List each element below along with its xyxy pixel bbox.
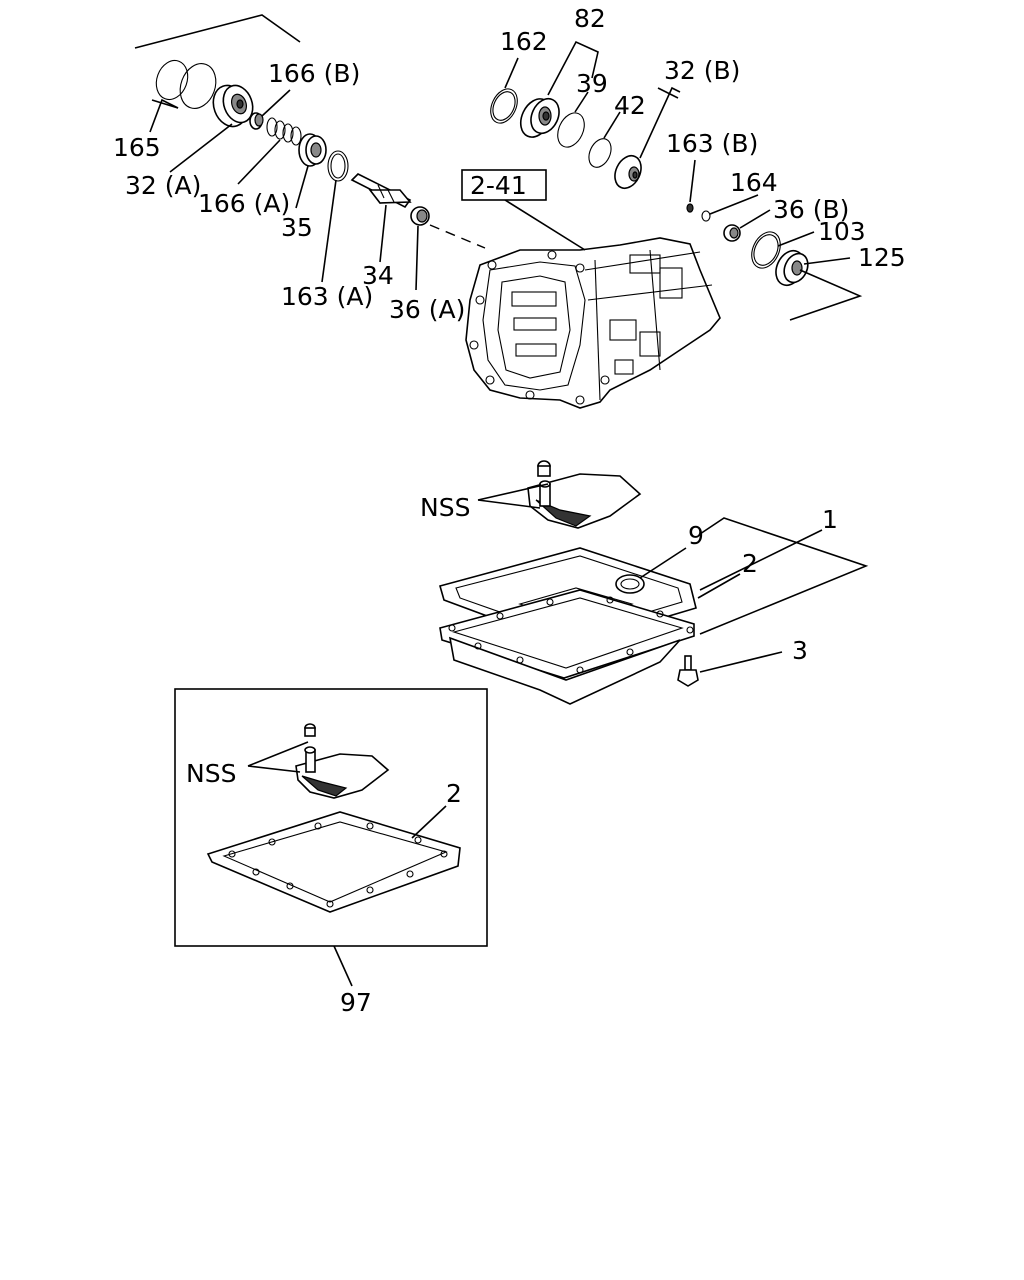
callout-nss-main: NSS [420,493,470,522]
leader-lines-upper [149,40,851,291]
piston-35 [298,133,327,167]
callout-82: 82 [574,4,606,33]
o-ring-165 [155,59,217,109]
callout-164: 164 [730,168,778,197]
ring-39 [557,112,585,148]
callout-103: 103 [818,217,866,246]
callout-1: 1 [822,505,838,534]
callout-36a: 36 (A) [389,295,465,324]
snap-ring-163a [327,150,349,182]
group-bracket-right [789,269,863,321]
callout-163a: 163 (A) [281,282,373,311]
callout-32b: 32 (B) [664,56,740,85]
callout-125: 125 [858,243,906,272]
callout-97: 97 [340,988,372,1017]
leader-97 [333,945,353,987]
group-bracket-left [134,14,301,49]
callout-166b: 166 (B) [268,59,360,88]
bushing-166b [249,112,264,130]
o-ring-162 [490,88,518,124]
callout-166a: 166 (A) [198,189,290,218]
washer-164 [701,210,711,222]
seal-125 [775,249,809,287]
drain-seal-9 [615,574,645,594]
reference-box-2-41: 2-41 [461,169,586,251]
callout-34: 34 [362,261,394,290]
ring-42 [588,138,612,168]
callout-165: 165 [113,133,161,162]
oil-strainer-inset [295,723,390,799]
oil-strainer-main [527,460,642,529]
cap-32b [614,154,642,190]
cap-32a [212,84,254,128]
oil-pan [439,589,695,705]
spring-166a [266,117,302,146]
callout-nss-inset: NSS [186,759,236,788]
callout-163b: 163 (B) [666,129,758,158]
gasket-inset [206,811,461,913]
plug-36b [723,224,741,242]
reference-label: 2-41 [470,171,527,200]
callout-39: 39 [576,69,608,98]
plug-36a [410,206,430,226]
callout-162: 162 [500,27,548,56]
transmission-case [465,237,721,409]
callout-2-main: 2 [742,549,758,578]
callout-32a: 32 (A) [125,171,201,200]
o-ring-103 [751,231,781,269]
callout-2-inset: 2 [446,779,462,808]
drain-bolt-3 [677,655,699,687]
callout-35: 35 [281,213,313,242]
callout-42: 42 [614,91,646,120]
leader-lines-middle [477,483,869,673]
kit-97-inset [174,688,488,947]
assembly-dash-left [429,224,486,249]
shaft-34 [350,173,412,209]
callout-36b: 36 (B) [773,195,849,224]
clip-163b [686,203,694,213]
callout-3: 3 [792,636,808,665]
cap-82 [519,97,560,138]
callout-9: 9 [688,521,704,550]
